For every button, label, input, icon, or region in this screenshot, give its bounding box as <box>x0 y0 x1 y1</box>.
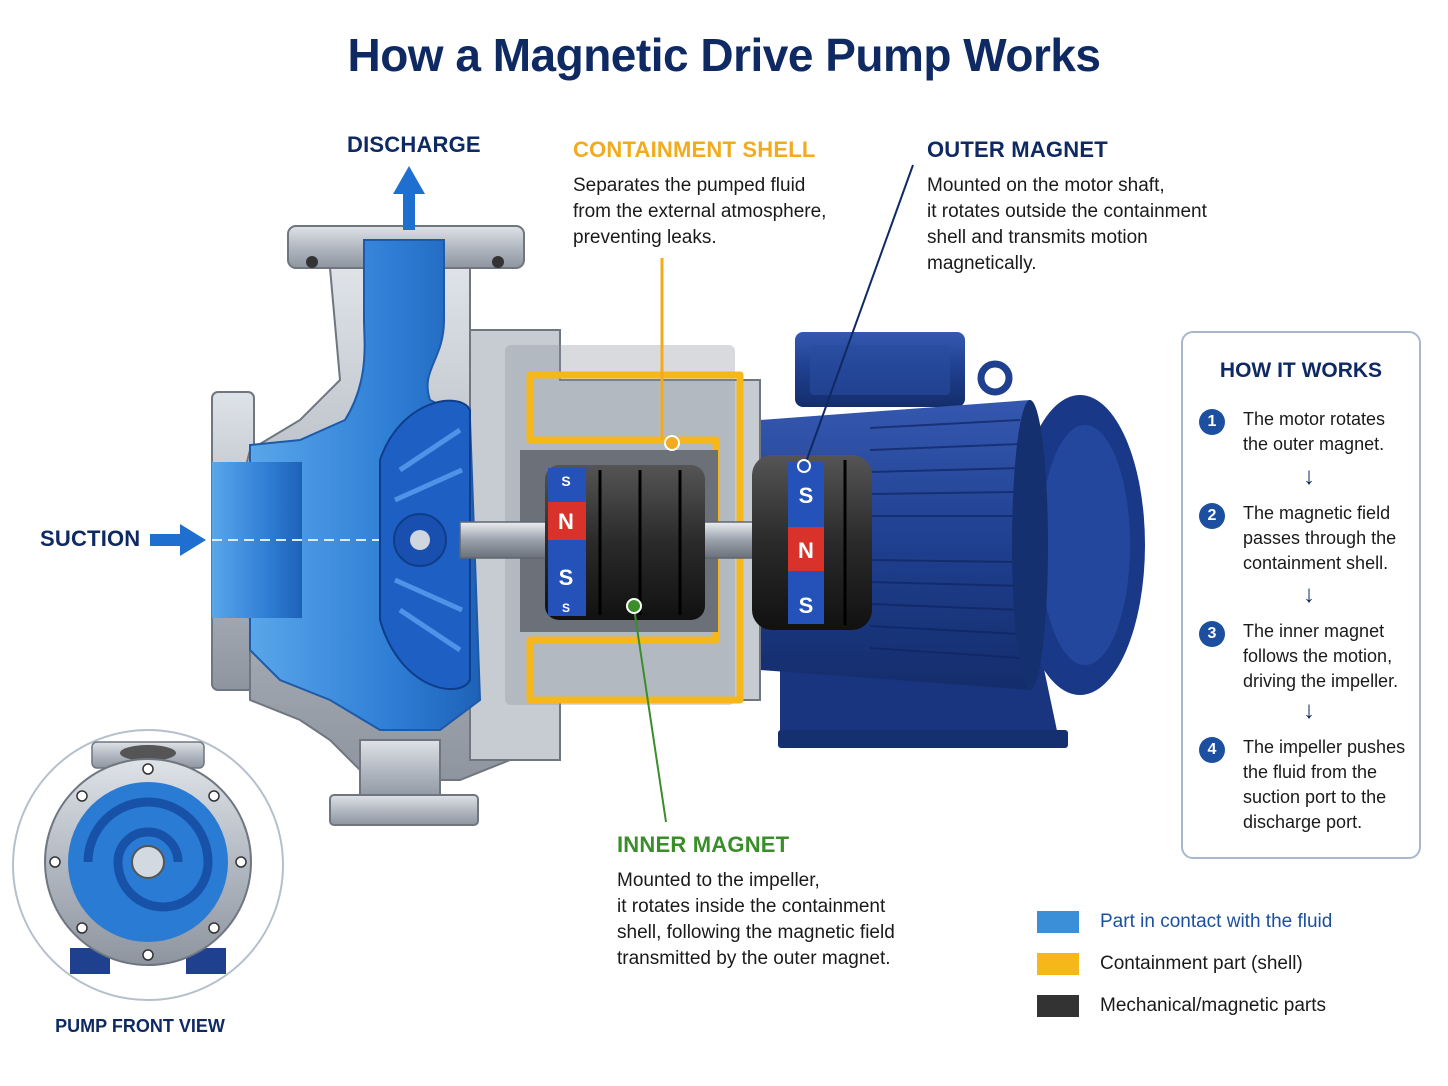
containment-line-2: from the external atmosphere, <box>573 201 827 222</box>
step-number-badge: 4 <box>1199 737 1225 763</box>
outer-magnet-description: Mounted on the motor shaft, it rotates o… <box>927 173 1207 277</box>
down-arrow-icon: ↓ <box>1303 581 1315 608</box>
outer-line-4: magnetically. <box>927 253 1037 274</box>
step-4-line-4: discharge port. <box>1243 812 1363 832</box>
step-2-line-1: The magnetic field <box>1243 503 1391 523</box>
step-number-badge: 1 <box>1199 409 1225 435</box>
inner-magnet <box>545 465 705 620</box>
containment-shell-description: Separates the pumped fluid from the exte… <box>573 173 826 251</box>
containment-line-3: preventing leaks. <box>573 227 717 248</box>
pump-front-view-illustration <box>12 729 284 1001</box>
outer-pole-3: S <box>799 593 814 618</box>
outer-line-2: it rotates outside the containment <box>927 201 1207 222</box>
containment-line-1: Separates the pumped fluid <box>573 175 806 196</box>
step-3-line-2: follows the motion, <box>1243 646 1393 666</box>
step-4-line-2: the fluid from the <box>1243 762 1378 782</box>
inner-pole-1: S <box>561 473 570 489</box>
outer-pole-1: S <box>799 483 814 508</box>
containment-shell-title: CONTAINMENT SHELL <box>573 137 816 162</box>
inner-magnet-leader <box>626 598 667 823</box>
how-it-works-title: HOW IT WORKS <box>1219 359 1383 382</box>
page-title: How a Magnetic Drive Pump Works <box>347 29 1101 81</box>
step-1-line-2: the outer magnet. <box>1243 434 1385 454</box>
discharge-label: DISCHARGE <box>347 132 481 157</box>
legend-swatch-dark <box>1037 995 1079 1017</box>
outer-magnet-leader <box>797 164 914 473</box>
down-arrow-icon: ↓ <box>1303 463 1315 490</box>
step-4-line-1: The impeller pushes <box>1243 737 1406 757</box>
step-text: The impeller pushes the fluid from the s… <box>1243 735 1405 835</box>
legend-swatch-yellow <box>1037 953 1079 975</box>
step-3-line-1: The inner magnet <box>1243 621 1385 641</box>
containment-leader <box>660 258 680 451</box>
step-2-line-3: containment shell. <box>1243 553 1389 573</box>
step-text: The magnetic field passes through the co… <box>1243 501 1396 576</box>
outer-line-3: shell and transmits motion <box>927 227 1148 248</box>
front-view-caption: PUMP FRONT VIEW <box>55 1016 225 1036</box>
inner-magnet-title: INNER MAGNET <box>617 832 790 857</box>
step-2-line-2: passes through the <box>1243 528 1397 548</box>
step-number-badge: 3 <box>1199 621 1225 647</box>
discharge-arrow <box>393 166 425 230</box>
step-1-line-1: The motor rotates <box>1243 409 1386 429</box>
outer-magnet-title: OUTER MAGNET <box>927 137 1108 162</box>
how-it-works-panel: HOW IT WORKS 1 The motor rotates the out… <box>1181 331 1421 859</box>
legend-swatch-blue <box>1037 911 1079 933</box>
fluid-path <box>212 239 482 731</box>
step-3-line-3: driving the impeller. <box>1243 671 1399 691</box>
step-4-line-3: suction port to the <box>1243 787 1387 807</box>
legend-label: Part in contact with the fluid <box>1100 911 1333 932</box>
inner-pole-3: S <box>559 565 574 590</box>
outer-pole-2: N <box>798 538 814 563</box>
step-number-badge: 2 <box>1199 503 1225 529</box>
inner-line-2: it rotates inside the containment <box>617 896 886 917</box>
suction-arrow <box>150 524 206 556</box>
inner-pole-2: N <box>558 509 574 534</box>
inner-line-3: shell, following the magnetic field <box>617 922 895 943</box>
outer-magnet <box>752 455 872 630</box>
legend-label: Containment part (shell) <box>1100 953 1303 974</box>
down-arrow-icon: ↓ <box>1303 697 1315 724</box>
legend-label: Mechanical/magnetic parts <box>1100 995 1326 1016</box>
step-text: The inner magnet follows the motion, dri… <box>1243 619 1398 694</box>
step-text: The motor rotates the outer magnet. <box>1243 407 1385 457</box>
suction-label: SUCTION <box>40 526 141 551</box>
inner-line-4: transmitted by the outer magnet. <box>617 948 891 969</box>
inner-magnet-description: Mounted to the impeller, it rotates insi… <box>617 868 895 972</box>
inner-pole-4: S <box>562 601 570 615</box>
outer-line-1: Mounted on the motor shaft, <box>927 175 1165 196</box>
inner-line-1: Mounted to the impeller, <box>617 870 820 891</box>
